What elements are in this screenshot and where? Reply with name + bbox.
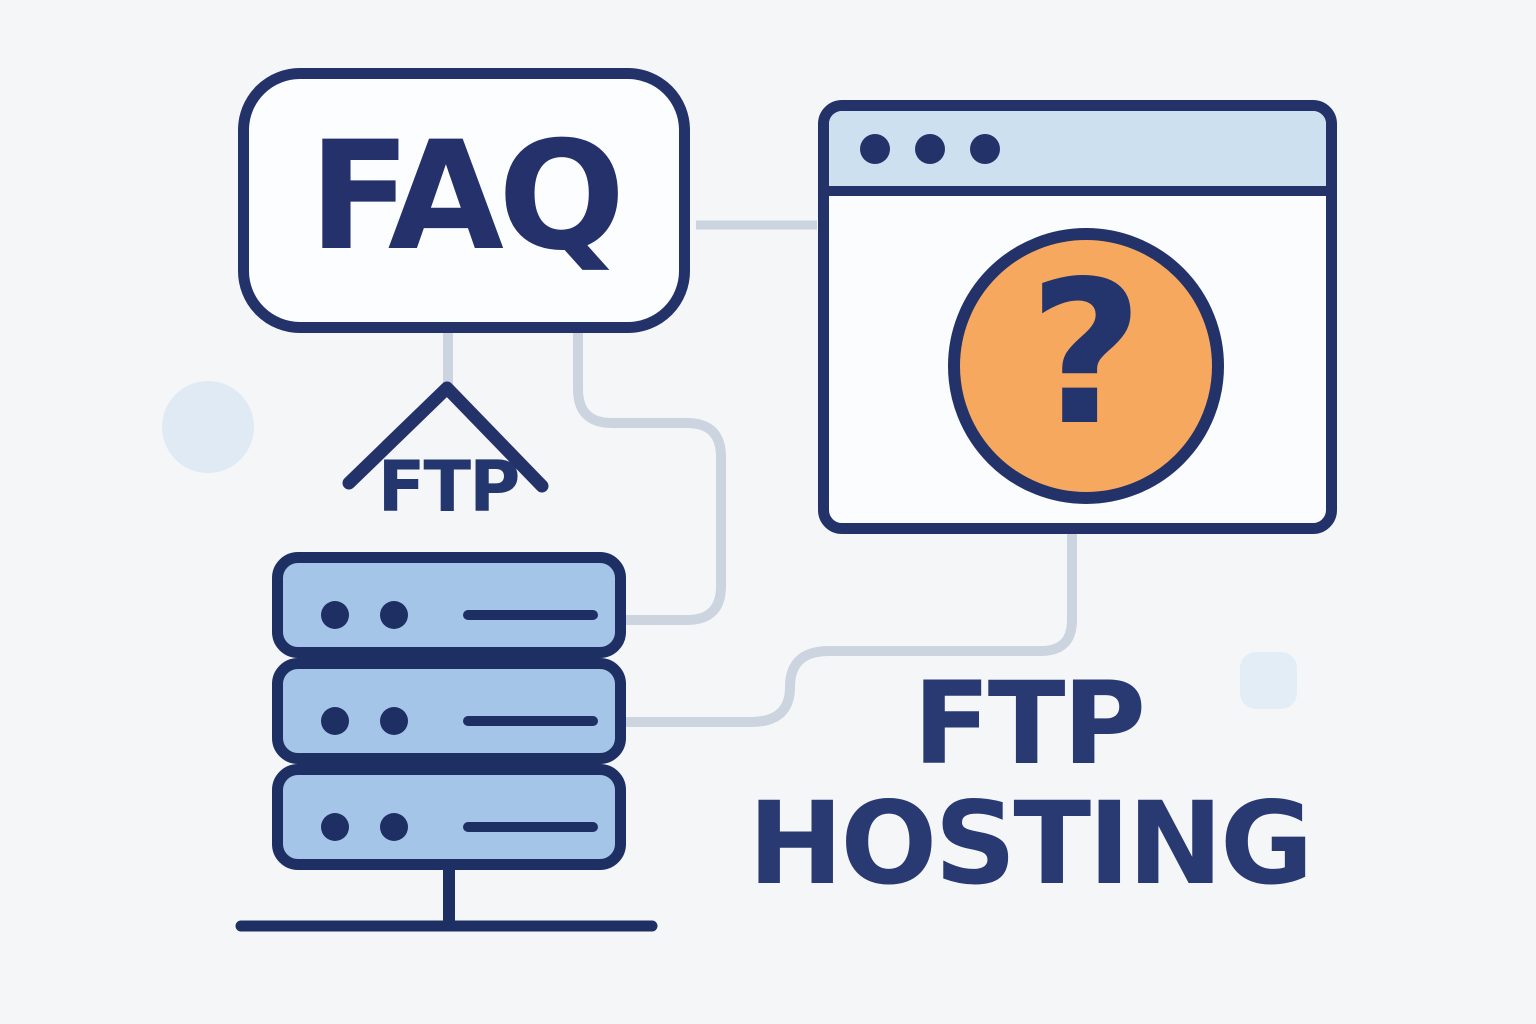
faq-speech-bubble: FAQ — [238, 68, 690, 333]
server-led-icon — [321, 601, 349, 629]
caption-line-1: FTP — [912, 657, 1146, 790]
server-led-icon — [380, 601, 408, 629]
up-arrow-icon — [342, 381, 549, 493]
ftp-upload-label: FTP — [377, 446, 521, 528]
server-slot-line — [463, 822, 598, 832]
question-badge: ? — [948, 228, 1224, 504]
browser-titlebar — [829, 111, 1326, 196]
server-led-icon — [321, 707, 349, 735]
server-led-icon — [380, 813, 408, 841]
connector-server-to-browser — [622, 530, 1077, 727]
page-title: FTP HOSTING — [748, 657, 1314, 910]
background-square-decoration — [1240, 652, 1297, 709]
server-slot-line — [463, 716, 598, 726]
caption-line-2: HOSTING — [748, 776, 1314, 910]
window-dot-icon — [915, 133, 945, 164]
window-dot-icon — [970, 133, 1000, 164]
question-mark-icon: ? — [1028, 238, 1144, 469]
background-circle-decoration — [162, 381, 254, 473]
server-slot-line — [463, 610, 598, 620]
server-unit — [272, 764, 626, 870]
server-unit — [272, 658, 626, 764]
connector-faq-to-server — [573, 328, 726, 625]
browser-window: ? — [818, 100, 1337, 534]
server-led-icon — [321, 813, 349, 841]
faq-label: FAQ — [308, 109, 626, 284]
server-stack-icon — [272, 552, 626, 870]
server-led-icon — [380, 707, 408, 735]
server-unit — [272, 552, 626, 658]
window-dot-icon — [860, 133, 890, 164]
